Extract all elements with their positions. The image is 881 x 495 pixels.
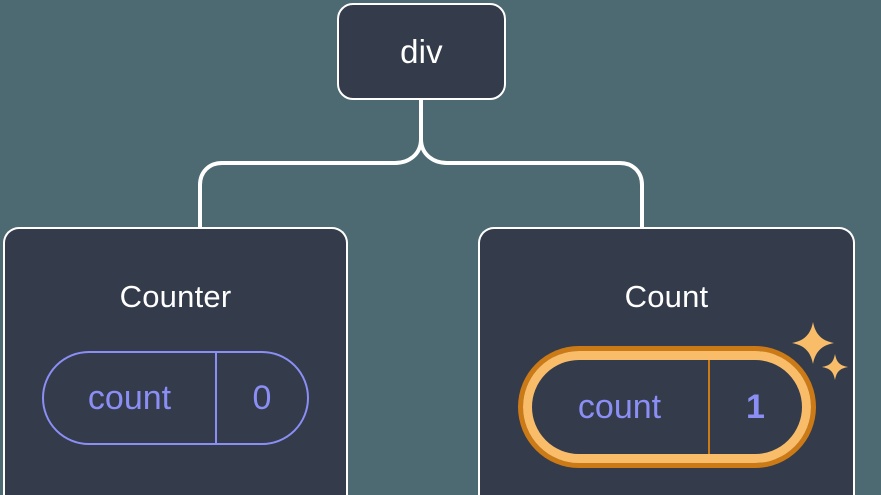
sparkle-small-icon (822, 354, 848, 380)
sparkle-large-icon (792, 322, 834, 364)
state-pill-count-key: count (87, 379, 172, 417)
counter-state-row: count 0 (5, 351, 346, 445)
node-div-title: div (400, 33, 443, 70)
connector-to-counter (198, 98, 423, 229)
count-state-row: count 1 (480, 351, 853, 463)
node-div[interactable]: div (337, 3, 506, 100)
state-pill-count-highlighted-key: count (577, 388, 662, 426)
state-pill-count-value: 0 (215, 353, 307, 443)
state-pill-count-highlighted[interactable]: count 1 (522, 351, 811, 463)
node-count-title: Count (624, 279, 709, 314)
state-pill-count[interactable]: count 0 (42, 351, 309, 445)
node-counter[interactable]: Counter count 0 (3, 227, 348, 495)
state-pill-count-highlighted-value: 1 (707, 360, 802, 454)
node-count[interactable]: Count count 1 (478, 227, 855, 495)
connector-to-count (419, 98, 644, 229)
node-counter-title: Counter (119, 279, 232, 314)
